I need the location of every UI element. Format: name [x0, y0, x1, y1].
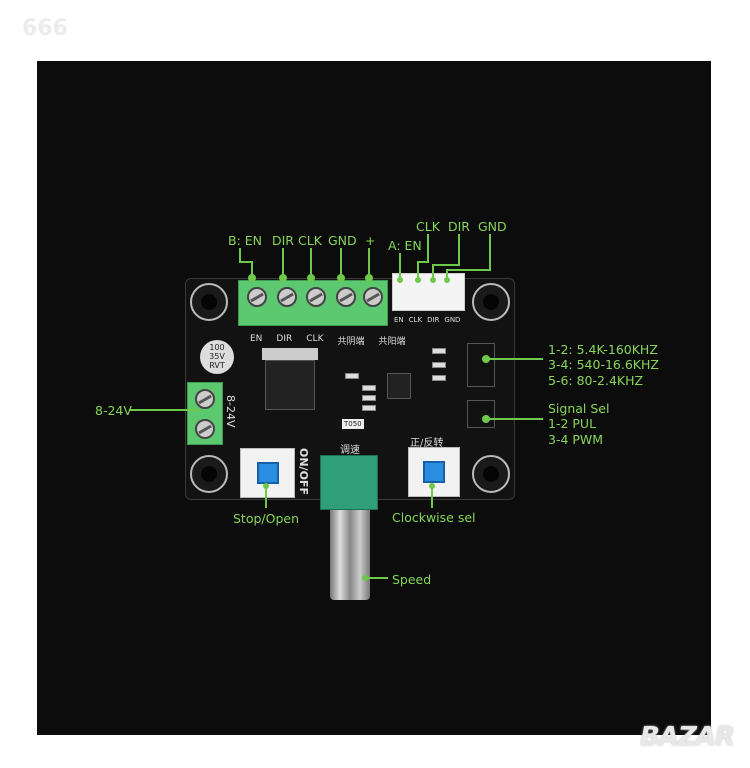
silk-common-anode: 共阳端 [378, 337, 406, 347]
label-clockwise-sel: Clockwise sel [392, 510, 476, 525]
label-signal-pwm: 3-4 PWM [548, 432, 604, 447]
label-a-dir: DIR [448, 219, 470, 234]
label-a-gnd: GND [478, 219, 507, 234]
label-b-dir: DIR [272, 233, 294, 248]
label-b-gnd: GND [328, 233, 357, 248]
mounting-hole [472, 455, 510, 493]
label-freq-2: 3-4: 540-16.6KHZ [548, 357, 659, 372]
speed-silk: 调速 [340, 445, 360, 456]
label-signal-sel: Signal Sel [548, 401, 610, 416]
terminal-silkscreen: EN DIR CLK 共阴端 共阳端 [250, 334, 406, 347]
speed-knob-shaft[interactable] [330, 500, 370, 600]
voltage-regulator [265, 360, 315, 410]
mounting-hole [190, 455, 228, 493]
speed-potentiometer[interactable] [320, 455, 378, 510]
label-freq-3: 5-6: 80-2.4KHZ [548, 373, 644, 388]
capacitor: 100 35V RVT [200, 340, 234, 374]
label-speed: Speed [392, 572, 432, 587]
regulator-tab [262, 348, 318, 360]
direction-silk: 正/反转 [410, 438, 444, 449]
fuse-chip: T050 [342, 419, 364, 429]
mounting-hole [472, 283, 510, 321]
cap-brand: RVT [209, 361, 225, 370]
clockwise-select-button[interactable] [408, 447, 460, 497]
silk-common-cathode: 共阴端 [337, 337, 365, 347]
label-b-clk: CLK [298, 233, 322, 248]
terminal-block-b [238, 280, 388, 326]
label-b-en: B: EN [228, 233, 263, 248]
cap-voltage: 35V [209, 352, 225, 361]
signal-jumper[interactable] [467, 400, 495, 428]
driver-chip [387, 373, 411, 399]
silk-dir: DIR [276, 334, 293, 344]
label-a-clk: CLK [416, 219, 440, 234]
label-a-en: A: EN [388, 238, 422, 253]
watermark-text: 666 [22, 16, 68, 41]
label-power: 8-24V [95, 403, 132, 418]
silk-dir: DIR [427, 316, 440, 324]
label-freq-1: 1-2: 5.4K-160KHZ [548, 342, 658, 357]
power-terminal [187, 382, 223, 445]
label-b-plus: + [365, 233, 376, 248]
stop-open-button[interactable] [240, 448, 295, 498]
bazar-logo: BAZAR [640, 722, 735, 752]
silk-en: EN [394, 316, 404, 324]
connector-a [392, 273, 465, 311]
silk-gnd: GND [444, 316, 461, 324]
cap-value: 100 [209, 343, 225, 352]
label-signal-pul: 1-2 PUL [548, 416, 597, 431]
silk-clk: CLK [306, 334, 324, 344]
label-stop-open: Stop/Open [233, 511, 300, 526]
connector-silkscreen: EN CLK DIR GND [394, 316, 460, 324]
mounting-hole [190, 283, 228, 321]
silk-clk: CLK [408, 316, 423, 324]
silk-en: EN [250, 334, 263, 344]
frequency-jumper[interactable] [467, 343, 495, 387]
